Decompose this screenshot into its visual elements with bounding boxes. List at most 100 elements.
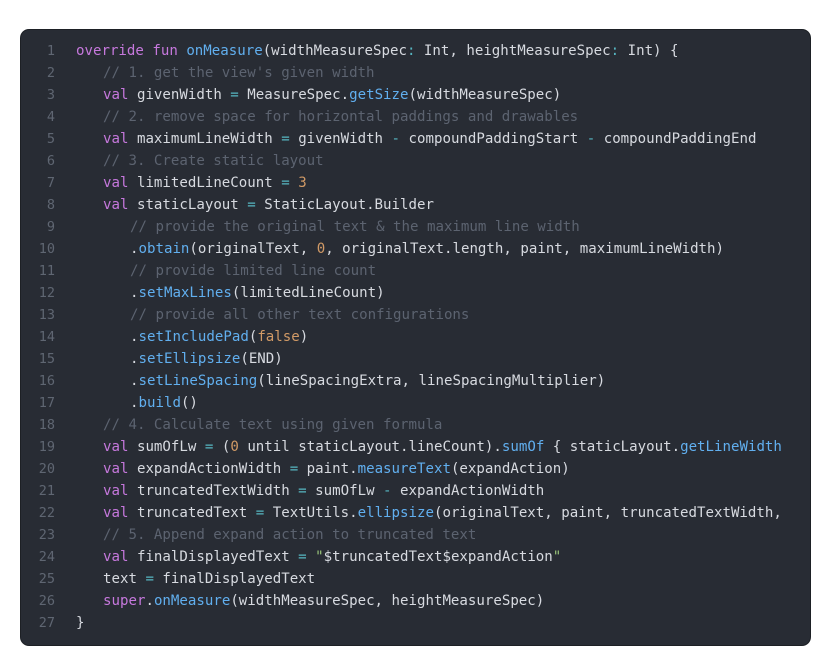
code-token: sumOfLw (306, 483, 384, 499)
code-line: 6 // 3. Create static layout (21, 150, 810, 172)
code-token (290, 175, 299, 191)
code-token: getLineWidth (680, 439, 782, 455)
code-token: expandActionWidth (391, 483, 545, 499)
code-token: paint. (298, 461, 358, 477)
code-token: (widthMeasureSpec (262, 43, 407, 59)
code-line: 12.setMaxLines(limitedLineCount) (21, 282, 810, 304)
code-line: 10 .obtain(originalText, 0, originalText.… (21, 238, 810, 260)
code-token: super (103, 593, 146, 609)
line-number: 7 (46, 175, 55, 191)
code-token: // 3. Create static layout (103, 153, 324, 169)
line-number: 24 (38, 549, 55, 565)
code-token: ( (248, 329, 258, 345)
code-token: ) (299, 329, 309, 345)
code-token: . (130, 329, 139, 345)
line-number: 10 (38, 241, 55, 257)
line-content: .obtain(originalText, 0, originalText.le… (130, 238, 724, 260)
code-token: obtain (138, 241, 190, 257)
code-line: 15.setEllipsize(END) (21, 348, 810, 370)
code-token: = (204, 439, 214, 455)
code-token: text (103, 571, 146, 587)
line-content: // provide limited line count (130, 260, 376, 282)
code-token: val (103, 505, 137, 521)
code-token: = (281, 131, 290, 147)
code-token: givenWidth (136, 87, 231, 103)
code-token: setEllipsize (138, 351, 241, 367)
code-token: - (383, 483, 392, 499)
code-token: expandActionWidth (136, 461, 290, 477)
code-token: build (138, 395, 181, 411)
code-token: // provide all other text configurations (130, 307, 470, 323)
code-token: getSize (349, 87, 409, 103)
line-number: 4 (46, 109, 55, 125)
code-line: 13// provide all other text configuratio… (21, 304, 810, 326)
code-token: (originalText, (189, 241, 317, 257)
code-token: maximumLineWidth (136, 131, 282, 147)
line-number: 18 (38, 417, 55, 433)
code-token: = (281, 175, 290, 191)
code-token: sumOfLw (136, 439, 205, 455)
line-content: // provide the original text & the maxim… (130, 216, 580, 238)
code-token: ellipsize (357, 505, 434, 521)
code-token: finalDisplayedText (153, 571, 316, 587)
code-token: . (130, 373, 139, 389)
line-content: val sumOfLw = (0 until staticLayout.line… (103, 436, 782, 458)
code-token: // 2. remove space for horizontal paddin… (103, 109, 579, 125)
code-token: (widthMeasureSpec, heightMeasureSpec) (230, 593, 545, 609)
line-number: 12 (38, 285, 55, 301)
code-token: 0 (230, 439, 239, 455)
line-number: 15 (38, 351, 55, 367)
line-content: val truncatedTextWidth = sumOfLw - expan… (103, 480, 544, 502)
code-token: (END) (240, 351, 283, 367)
code-line: 25 text = finalDisplayedText (21, 568, 810, 590)
line-content: // 1. get the view's given width (103, 62, 375, 84)
code-token: compoundPaddingStart (400, 131, 587, 147)
line-content: // 5. Append expand action to truncated … (103, 524, 476, 546)
line-number: 6 (46, 153, 55, 169)
code-token: sumOf (501, 439, 545, 455)
code-token: // provide limited line count (130, 263, 377, 279)
code-token: . (130, 351, 139, 367)
line-number: 2 (46, 65, 55, 81)
line-content: val truncatedText = TextUtils.ellipsize(… (103, 502, 782, 524)
code-line: 23// 5. Append expand action to truncate… (21, 524, 810, 546)
line-number: 20 (38, 461, 55, 477)
line-content: .setEllipsize(END) (130, 348, 283, 370)
code-token: , originalText.length, paint, maximumLin… (325, 241, 725, 257)
code-token: val (103, 549, 137, 565)
line-number: 25 (38, 571, 55, 587)
line-number: 3 (46, 87, 55, 103)
code-token: until staticLayout.lineCount). (238, 439, 502, 455)
code-token: staticLayout (136, 197, 248, 213)
code-token: val (103, 87, 137, 103)
line-number: 8 (46, 197, 55, 213)
line-content: super.onMeasure(widthMeasureSpec, height… (103, 590, 544, 612)
code-token: Int) { (619, 43, 679, 59)
line-content: text = finalDisplayedText (103, 568, 315, 590)
code-token: truncatedText (136, 505, 256, 521)
code-token: // 4. Calculate text using given formula (103, 417, 443, 433)
line-number: 14 (38, 329, 55, 345)
code-token: . (130, 395, 139, 411)
code-token: . (145, 593, 154, 609)
code-token: (widthMeasureSpec) (408, 87, 562, 103)
code-token: givenWidth (289, 131, 392, 147)
line-content: // provide all other text configurations (130, 304, 469, 326)
code-token: // provide the original text & the maxim… (130, 219, 580, 235)
code-line: 27} (21, 612, 810, 634)
code-token: false (257, 329, 300, 345)
line-number: 27 (38, 615, 55, 631)
line-content: .setIncludePad(false) (130, 326, 308, 348)
line-number: 1 (46, 43, 55, 59)
code-token: limitedLineCount (136, 175, 282, 191)
code-line: 18 // 4. Calculate text using given formu… (21, 414, 810, 436)
code-token: // 1. get the view's given width (103, 65, 375, 81)
code-line: 14 .setIncludePad(false) (21, 326, 810, 348)
code-token: MeasureSpec. (238, 87, 350, 103)
